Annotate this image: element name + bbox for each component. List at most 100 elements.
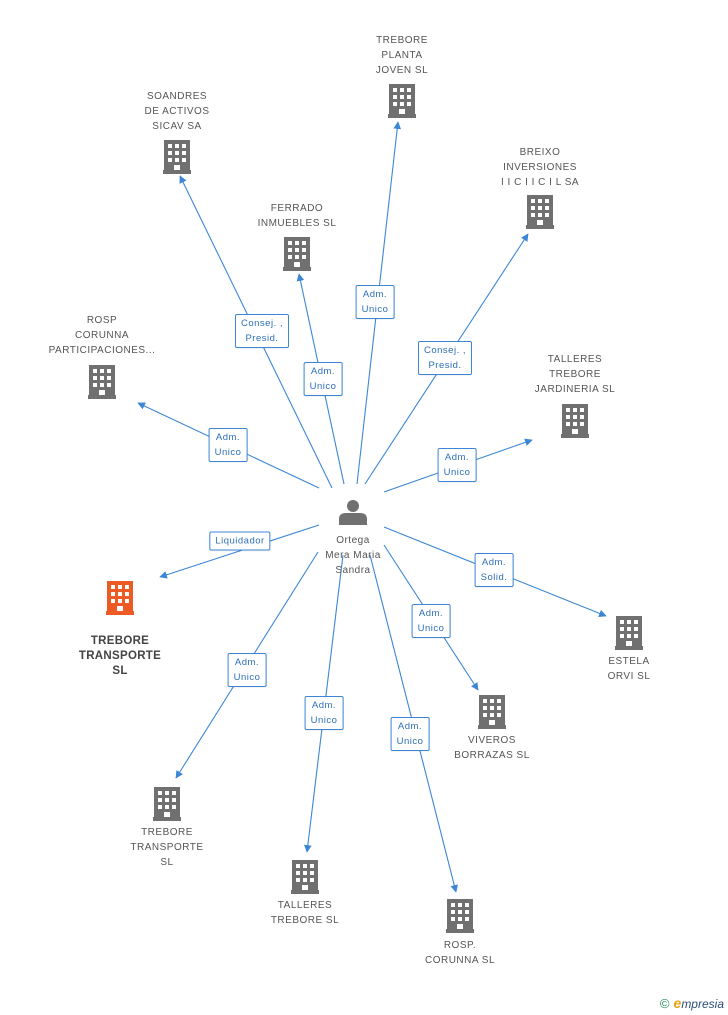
node-label-soandres-line: SOANDRES [146, 91, 208, 102]
node-label-ferrado-line: INMUEBLES SL [257, 218, 337, 229]
edge-label-text: Unico [443, 467, 471, 478]
copyright-icon: © [659, 996, 670, 1011]
person-label-line: Ortega [336, 535, 370, 546]
building-icon[interactable] [615, 616, 643, 650]
building-icon[interactable] [153, 787, 181, 821]
node-label-rosp-participaciones-line: PARTICIPACIONES... [48, 345, 156, 356]
edge-label-text: Consej. , [424, 345, 466, 356]
node-label-ferrado-line: FERRADO [270, 203, 324, 214]
node-label-estela-orvi-line: ORVI SL [607, 671, 651, 682]
edge-label-text: Adm. [310, 366, 336, 377]
edge-label-text: Adm. [444, 452, 470, 463]
edge-label-text: Unico [417, 623, 445, 634]
edge-label-text: Adm. [418, 608, 444, 619]
node-label-trebore-transporte-focus-line: TREBORE [90, 635, 150, 647]
edge-label-text: Liquidador [215, 535, 265, 547]
node-label-talleres-jardineria-line: JARDINERIA SL [534, 384, 616, 395]
edge-label-viveros-borrazas[interactable]: Adm. Unico [411, 604, 451, 638]
edge-label-text: Adm. [234, 657, 260, 668]
node-label-trebore-transporte[interactable]: TREBORE TRANSPORTE SL [92, 825, 242, 870]
node-label-soandres-line: DE ACTIVOS [144, 106, 210, 117]
node-label-trebore-planta-joven[interactable]: TREBORE PLANTA JOVEN SL [327, 33, 477, 78]
node-label-trebore-planta-joven-line: JOVEN SL [375, 65, 429, 76]
node-label-trebore-transporte-line: TRANSPORTE [130, 842, 204, 853]
edge-label-text: Adm. [481, 557, 507, 568]
building-icon[interactable] [163, 140, 191, 174]
node-label-soandres[interactable]: SOANDRES DE ACTIVOS SICAV SA [102, 89, 252, 134]
node-label-viveros-borrazas-line: BORRAZAS SL [454, 750, 530, 761]
node-label-breixo[interactable]: BREIXO INVERSIONES I I C I I C I L SA [465, 145, 615, 190]
node-label-trebore-transporte-line: SL [160, 857, 174, 868]
edge-label-text: Adm. [215, 432, 241, 443]
person-icon[interactable] [339, 500, 367, 525]
node-label-talleres-trebore[interactable]: TALLERES TREBORE SL [230, 898, 380, 928]
edge-label-text: Adm. [311, 700, 337, 711]
node-label-rosp-corunna-line: CORUNNA SL [424, 955, 495, 966]
edge-label-text: Adm. [397, 721, 423, 732]
person-label-line: Mera Maria [325, 550, 381, 561]
building-icon[interactable] [106, 581, 134, 615]
building-icon[interactable] [283, 237, 311, 271]
building-icon[interactable] [561, 404, 589, 438]
edge-label-talleres-jardineria[interactable]: Adm. Unico [437, 448, 477, 482]
edge-label-text: Presid. [245, 333, 279, 344]
node-label-rosp-corunna[interactable]: ROSP. CORUNNA SL [385, 938, 535, 968]
building-icon[interactable] [88, 365, 116, 399]
edge-label-text: Unico [214, 447, 242, 458]
footer-brand: ©empresia [660, 995, 724, 1011]
edge-label-text: Unico [309, 381, 337, 392]
node-label-trebore-transporte-line: TREBORE [141, 827, 193, 838]
edge-label-rosp-corunna[interactable]: Adm. Unico [390, 717, 430, 751]
building-icon[interactable] [446, 899, 474, 933]
building-icon[interactable] [291, 860, 319, 894]
node-label-estela-orvi[interactable]: ESTELA ORVI SL [554, 654, 704, 684]
edge-label-trebore-transporte[interactable]: Adm. Unico [227, 653, 267, 687]
edge-label-text: Adm. [362, 289, 388, 300]
building-icon[interactable] [478, 695, 506, 729]
edge-label-soandres[interactable]: Consej. , Presid. [235, 314, 289, 348]
edge-label-trebore-planta-joven[interactable]: Adm. Unico [355, 285, 395, 319]
edge-label-text: Presid. [428, 360, 462, 371]
node-label-viveros-borrazas-line: VIVEROS [468, 735, 516, 746]
node-label-breixo-line: I I C I I C I L SA [500, 177, 580, 188]
node-label-estela-orvi-line: ESTELA [608, 656, 650, 667]
node-label-rosp-participaciones[interactable]: ROSP CORUNNA PARTICIPACIONES... [27, 313, 177, 358]
node-label-trebore-transporte-focus[interactable]: TREBORE TRANSPORTE SL [45, 634, 195, 679]
edge-trebore-transporte-focus [159, 524, 320, 579]
node-label-rosp-participaciones-line: CORUNNA [74, 330, 130, 341]
person-label-line: Sandra [335, 565, 371, 576]
building-icon[interactable] [388, 84, 416, 118]
edge-label-text: Solid. [480, 572, 508, 583]
node-label-viveros-borrazas[interactable]: VIVEROS BORRAZAS SL [417, 733, 567, 763]
node-label-trebore-planta-joven-line: PLANTA [381, 50, 423, 61]
node-label-talleres-trebore-line: TREBORE SL [270, 915, 340, 926]
node-label-rosp-participaciones-line: ROSP [86, 315, 118, 326]
edge-label-text: Unico [310, 715, 338, 726]
edge-label-trebore-transporte-focus[interactable]: Liquidador [209, 531, 271, 551]
edge-label-text: Unico [361, 304, 389, 315]
brand-logo-e: e [673, 995, 682, 1011]
edge-label-rosp-participaciones[interactable]: Adm. Unico [208, 428, 248, 462]
node-label-talleres-trebore-line: TALLERES [277, 900, 333, 911]
node-label-ferrado[interactable]: FERRADO INMUEBLES SL [222, 201, 372, 231]
brand-logo-text: mpresia [681, 997, 724, 1011]
node-label-talleres-jardineria-line: TALLERES [547, 354, 603, 365]
edge-label-breixo[interactable]: Consej. , Presid. [418, 341, 472, 375]
node-label-talleres-jardineria-line: TREBORE [549, 369, 601, 380]
node-label-trebore-transporte-focus-line: SL [112, 665, 128, 677]
node-label-trebore-transporte-focus-line: TRANSPORTE [78, 650, 162, 662]
edge-label-talleres-trebore[interactable]: Adm. Unico [304, 696, 344, 730]
node-label-trebore-planta-joven-line: TREBORE [376, 35, 428, 46]
node-label-talleres-jardineria[interactable]: TALLERES TREBORE JARDINERIA SL [500, 352, 650, 397]
node-label-rosp-corunna-line: ROSP. [443, 940, 477, 951]
edge-label-text: Unico [396, 736, 424, 747]
node-label-breixo-line: BREIXO [519, 147, 561, 158]
building-icon[interactable] [526, 195, 554, 229]
node-label-breixo-line: INVERSIONES [503, 162, 577, 173]
edge-label-text: Unico [233, 672, 261, 683]
edge-label-estela-orvi[interactable]: Adm. Solid. [474, 553, 514, 587]
edge-label-text: Consej. , [241, 318, 283, 329]
node-label-soandres-line: SICAV SA [152, 121, 202, 132]
edge-label-ferrado[interactable]: Adm. Unico [303, 362, 343, 396]
